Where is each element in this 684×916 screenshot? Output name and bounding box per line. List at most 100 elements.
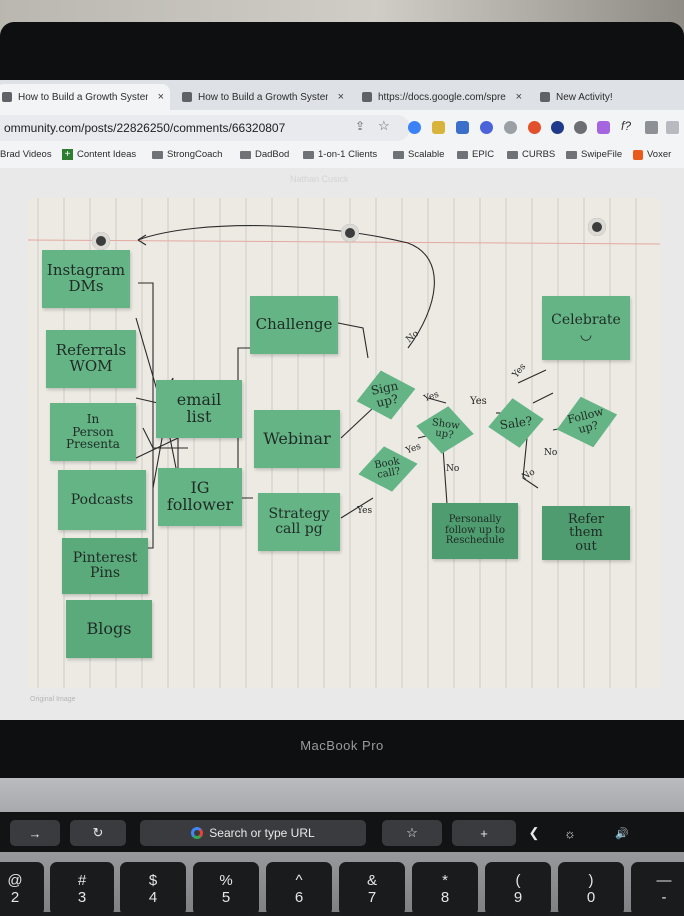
brightness-icon[interactable]: ☼	[564, 825, 576, 841]
folder-icon	[303, 150, 314, 159]
tab-new-activity[interactable]: New Activity!	[534, 84, 684, 110]
extension-icon[interactable]	[528, 121, 541, 134]
key-6[interactable]: ^6	[266, 862, 332, 916]
tab-favicon	[182, 92, 192, 102]
extension-icon[interactable]	[480, 121, 493, 134]
key-9[interactable]: (9	[485, 862, 551, 916]
key-bottom: 8	[440, 889, 450, 907]
refresh-icon[interactable]: ↻	[70, 820, 126, 846]
laptop-screen: How to Build a Growth System × How to Bu…	[0, 80, 684, 720]
url-text[interactable]: ommunity.com/posts/22826250/comments/663…	[4, 121, 286, 135]
extension-f-icon[interactable]: f?	[621, 119, 632, 133]
collapse-chevron-icon[interactable]: ❮	[528, 825, 540, 840]
note-ig-follower: IG follower	[158, 468, 242, 526]
note-webinar: Webinar	[254, 410, 340, 468]
extension-icon[interactable]	[597, 121, 610, 134]
address-bar[interactable]: ommunity.com/posts/22826250/comments/663…	[0, 115, 410, 141]
note-pinterest-pins: Pinterest Pins	[62, 538, 148, 594]
bookmark-scalable[interactable]: Scalable	[393, 149, 444, 160]
extension-icon[interactable]	[551, 121, 564, 134]
note-instagram-dms: Instagram DMs	[42, 250, 130, 308]
bookmark-label: SwipeFile	[581, 149, 623, 160]
key-bottom: 4	[148, 889, 158, 907]
key-3[interactable]: #3	[50, 862, 114, 916]
tab-title: New Activity!	[556, 91, 613, 103]
star-icon[interactable]: ☆	[382, 820, 442, 846]
bookmark-curbs[interactable]: CURBS	[507, 149, 555, 160]
key-bottom: 3	[77, 889, 87, 907]
extension-icon[interactable]	[432, 121, 445, 134]
close-tab-icon[interactable]: ×	[157, 91, 164, 103]
bookmark-label: Scalable	[408, 149, 445, 160]
bookmark-label: Voxer	[647, 149, 672, 160]
bookmark-label: CURBS	[522, 149, 556, 160]
attached-image[interactable]: Instagram DMs Referrals WOM In Person Pr…	[28, 198, 660, 688]
bookmarks-bar: Brad Videos +Content Ideas StrongCoach D…	[0, 146, 684, 169]
close-tab-icon[interactable]: ×	[337, 91, 344, 103]
key-top: )	[588, 872, 594, 889]
forward-arrow-icon[interactable]: →	[10, 820, 60, 846]
bookmark-strongcoach[interactable]: StrongCoach	[152, 149, 222, 160]
key-bottom: 0	[586, 889, 596, 907]
key-0[interactable]: )0	[558, 862, 624, 916]
tab-favicon	[540, 92, 550, 102]
tab-google-docs[interactable]: https://docs.google.com/sprea ×	[356, 84, 528, 110]
extension-icon[interactable]	[504, 121, 517, 134]
bookmark-brad-videos[interactable]: Brad Videos	[0, 149, 52, 160]
bookmark-1-on-1-clients[interactable]: 1-on-1 Clients	[303, 149, 377, 160]
key-bottom: 7	[367, 889, 377, 907]
folder-icon	[507, 150, 518, 159]
key-top: ^	[295, 872, 303, 889]
tab-growth-system-2[interactable]: How to Build a Growth System ×	[176, 84, 350, 110]
bookmark-swipefile[interactable]: SwipeFile	[566, 149, 622, 160]
bookmark-content-ideas[interactable]: +Content Ideas	[62, 149, 136, 160]
new-tab-plus-icon[interactable]: +	[452, 820, 516, 846]
binder-hole	[92, 232, 110, 250]
extension-icon[interactable]	[456, 121, 469, 134]
tab-title: https://docs.google.com/sprea	[378, 91, 506, 103]
laptop-brand-label: MacBook Pro	[300, 738, 384, 753]
binder-hole	[588, 218, 606, 236]
touchbar-search[interactable]: Search or type URL	[140, 820, 366, 846]
note-referrals-wom: Referrals WOM	[46, 330, 136, 388]
key-5[interactable]: %5	[193, 862, 259, 916]
note-personally-follow-up: Personally follow up to Reschedule	[432, 503, 518, 559]
key-top: *	[442, 872, 448, 889]
key-top: (	[515, 872, 521, 889]
note-strategy-call-pg: Strategy call pg	[258, 493, 340, 551]
key-2[interactable]: @2	[0, 862, 44, 916]
bookmark-dadbod[interactable]: DadBod	[240, 149, 289, 160]
bookmark-star-icon[interactable]: ☆	[378, 118, 390, 133]
address-bar-row: ommunity.com/posts/22826250/comments/663…	[0, 110, 684, 146]
note-challenge: Challenge	[250, 296, 338, 354]
note-refer-them-out: Refer them out	[542, 506, 630, 560]
volume-icon[interactable]: 🔊	[615, 827, 629, 840]
close-tab-icon[interactable]: ×	[515, 91, 522, 103]
folder-icon	[393, 150, 404, 159]
extension-icon[interactable]	[574, 121, 587, 134]
touch-bar: → ↻ Search or type URL ☆ + ❮ ☼ 🔊	[0, 812, 684, 852]
key-4[interactable]: $4	[120, 862, 186, 916]
key-bottom: 5	[221, 889, 231, 907]
tab-strip: How to Build a Growth System × How to Bu…	[0, 80, 684, 110]
tab-favicon	[2, 92, 12, 102]
note-email-list: email list	[156, 380, 242, 438]
key-minus[interactable]: —-	[631, 862, 684, 916]
share-icon[interactable]: ⇪	[355, 119, 366, 133]
note-blogs: Blogs	[66, 600, 152, 658]
profile-icon[interactable]	[666, 121, 679, 134]
extension-icon[interactable]	[645, 121, 658, 134]
key-8[interactable]: *8	[412, 862, 478, 916]
key-7[interactable]: &7	[339, 862, 405, 916]
extension-icon[interactable]	[408, 121, 421, 134]
celebrate-label: Celebrate	[551, 312, 621, 329]
key-bottom: 2	[10, 889, 20, 907]
bookmark-voxer[interactable]: Voxer	[633, 149, 671, 160]
key-top: #	[77, 872, 87, 889]
key-bottom: 6	[294, 889, 304, 907]
bookmark-epic[interactable]: EPIC	[457, 149, 494, 160]
bookmark-label: Brad Videos	[0, 149, 52, 160]
key-top: —	[656, 872, 672, 889]
tab-growth-system-1[interactable]: How to Build a Growth System ×	[0, 84, 170, 110]
folder-icon	[152, 150, 163, 159]
